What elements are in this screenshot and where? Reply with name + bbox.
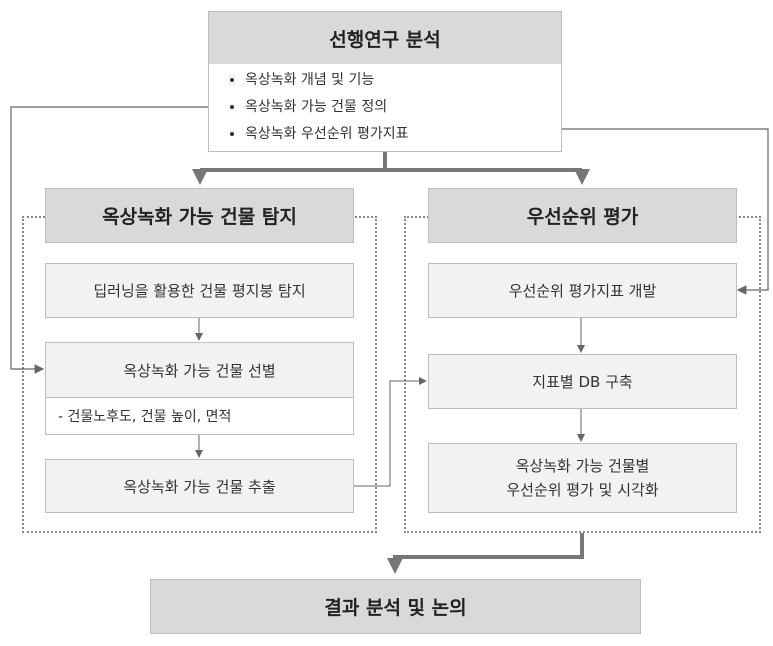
step-line: 옥상녹화 가능 건물별: [515, 457, 650, 475]
flat-roof-detection-step: 딥러닝을 활용한 건물 평지붕 탐지: [45, 263, 354, 318]
feedback-arrow-left: [10, 106, 208, 374]
selection-criteria: - 건물노후도, 건물 높이, 면적: [45, 397, 354, 435]
feedback-arrow-right: [561, 128, 769, 295]
db-construction-step: 지표별 DB 구축: [428, 354, 737, 409]
split-arrow: [200, 151, 582, 172]
indicator-development-step: 우선순위 평가지표 개발: [428, 263, 737, 318]
priority-title: 우선순위 평가: [428, 188, 737, 243]
prior-research-title: 선행연구 분석: [208, 11, 562, 65]
prior-research-bullets: 옥상녹화 개념 및 기능 옥상녹화 가능 건물 정의 옥상녹화 우선순위 평가지…: [208, 64, 562, 152]
cross-arrow: [353, 377, 427, 487]
results-discussion-title: 결과 분석 및 논의: [150, 579, 641, 634]
building-selection-step: 옥상녹화 가능 건물 선별: [45, 342, 354, 398]
step-line: 우선순위 평가 및 시각화: [506, 481, 659, 499]
bullet-item: 옥상녹화 우선순위 평가지표: [245, 121, 408, 148]
detection-title: 옥상녹화 가능 건물 탐지: [45, 188, 354, 243]
bullet-item: 옥상녹화 개념 및 기능: [245, 67, 408, 94]
building-extraction-step: 옥상녹화 가능 건물 추출: [45, 459, 354, 513]
bullet-item: 옥상녹화 가능 건물 정의: [245, 94, 408, 121]
priority-evaluation-step: 옥상녹화 가능 건물별 우선순위 평가 및 시각화: [428, 443, 737, 513]
merge-arrow: [387, 533, 584, 574]
